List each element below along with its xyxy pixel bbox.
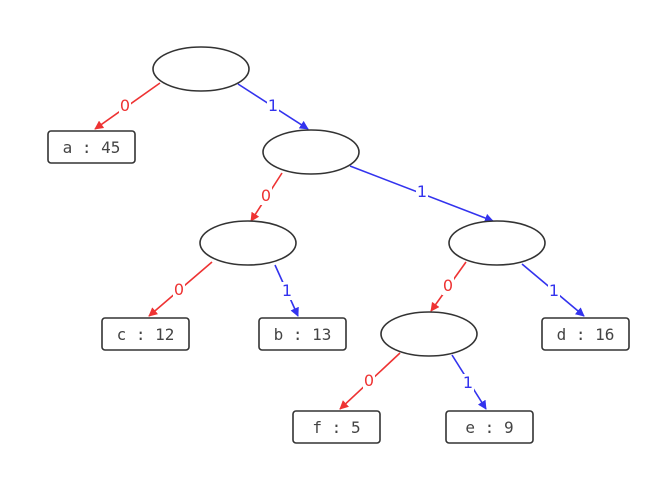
internal-node-1 [262,129,360,175]
edge-n10-to-c: 0 [148,261,213,317]
leaf-label: f : 5 [312,418,360,437]
leaf-box [47,130,136,164]
leaf-box [101,317,190,351]
edge-n110-to-e: 1 [451,354,487,410]
edge-label: 0 [261,186,271,205]
internal-node-root [152,46,250,92]
leaf-box [541,317,630,351]
edge-label-bg [173,281,185,299]
leaf-node-f: f : 5 [292,410,381,444]
edge-label: 0 [120,96,130,115]
edge-label-bg [260,187,272,205]
leaf-node-b: b : 13 [258,317,347,351]
edge-n1-to-n10: 0 [250,172,283,222]
edge-label-bg [363,372,375,390]
edge-label: 1 [549,281,559,300]
edge-label: 0 [174,280,184,299]
edge-label: 1 [282,281,292,300]
leaf-node-c: c : 12 [101,317,190,351]
edge-label: 1 [268,96,278,115]
edge-label: 0 [364,371,374,390]
edge-label-bg [119,97,131,115]
edge-label-bg [281,282,293,300]
edge-n1-to-n11: 1 [349,165,494,223]
internal-node-10 [199,220,297,266]
edge-n11-to-d: 1 [521,263,585,317]
leaf-nodes-group: a : 45 c : 12 b : 13 f : 5 e : 9 d : 16 [47,130,630,444]
leaf-box [292,410,381,444]
leaf-label: c : 12 [117,325,175,344]
leaf-label: a : 45 [63,138,121,157]
edge-label-bg [416,183,428,201]
edge-label-bg [442,277,454,295]
edge-label-bg [462,374,474,392]
edge-label: 1 [463,373,473,392]
edge-label-bg [267,97,279,115]
leaf-label: e : 9 [465,418,513,437]
internal-node-110 [380,311,478,357]
leaf-node-d: d : 16 [541,317,630,351]
edge-label: 1 [417,182,427,201]
leaf-box [445,410,534,444]
internal-nodes-group [152,46,546,357]
leaf-label: b : 13 [274,325,332,344]
edge-root-to-a: 0 [94,82,161,130]
edge-label: 0 [443,276,453,295]
edge-n11-to-n110: 0 [430,261,467,312]
edge-n10-to-b: 1 [274,264,299,317]
edge-root-to-n1: 1 [237,83,309,130]
edge-n110-to-f: 0 [339,352,401,410]
leaf-node-e: e : 9 [445,410,534,444]
internal-node-11 [448,220,546,266]
edges-group: 0 1 0 1 0 1 [94,82,585,410]
edge-label-bg [548,282,560,300]
leaf-node-a: a : 45 [47,130,136,164]
leaf-label: d : 16 [557,325,615,344]
leaf-box [258,317,347,351]
